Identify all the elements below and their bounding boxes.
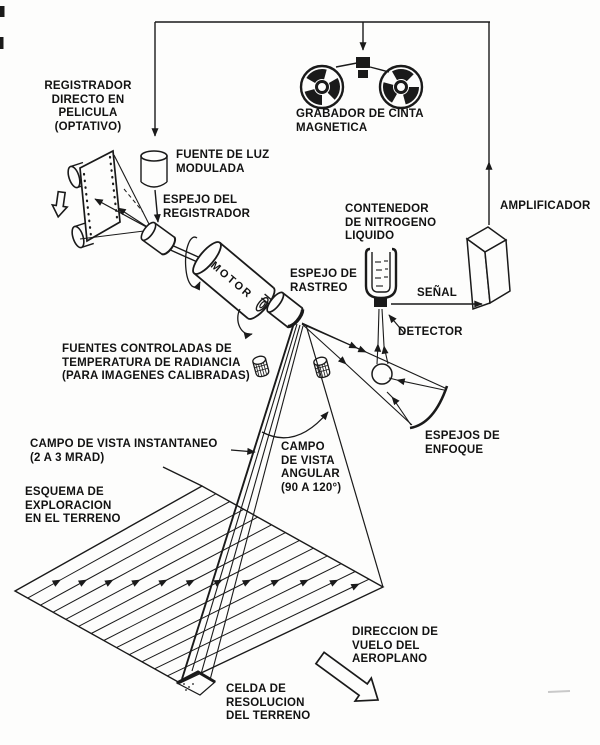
scan-artifacts [0, 6, 571, 693]
flight-direction-arrow [314, 651, 380, 703]
signal-wiring [151, 21, 493, 225]
signal-leaders [388, 300, 483, 335]
label-fuente-luz: FUENTE DE LUZ MODULADA [176, 149, 270, 175]
scan-mirror-icon [237, 291, 305, 340]
film-motion-arrow [50, 190, 69, 219]
label-contenedor-nitrogeno: CONTENEDOR DE NITROGENO LIQUIDO [345, 203, 437, 242]
label-espejo-rastreo: ESPEJO DE RASTREO [290, 268, 357, 294]
resolution-cell-icon [175, 670, 217, 696]
label-grabador-cinta: GRABADOR DE CINTA MAGNETICA [296, 108, 424, 134]
angular-fov-arc [261, 411, 329, 439]
nitrogen-dewar-icon [364, 247, 398, 307]
focus-mirror-icon [409, 385, 449, 430]
label-senal: SEÑAL [417, 287, 457, 299]
radiance-source-left-icon [252, 355, 270, 378]
recorder-mirror-icon [140, 221, 201, 291]
light-source-icon [140, 150, 168, 223]
tape-recorder-icon [299, 57, 424, 110]
label-direccion-vuelo: DIRECCION DE VUELO DEL AEROPLANO [352, 626, 439, 665]
label-fuentes-controladas: FUENTES CONTROLADAS DE TEMPERATURA DE RA… [62, 343, 250, 382]
label-campo-instantaneo: CAMPO DE VISTA INSTANTANEO (2 A 3 MRAD) [30, 438, 218, 464]
label-esquema-exploracion: ESQUEMA DE EXPLORACION EN EL TERRENO [25, 486, 121, 525]
ground-scan-pattern [13, 466, 385, 684]
focusing-optics [301, 308, 449, 430]
label-registrador-pelicula: REGISTRADOR DIRECTO EN PELICULA (OPTATIV… [44, 80, 132, 133]
film-recorder-icon [50, 149, 153, 249]
label-campo-angular: CAMPO DE VISTA ANGULAR (90 A 120°) [281, 441, 342, 494]
label-espejo-registrador: ESPEJO DEL REGISTRADOR [163, 194, 251, 220]
label-detector: DETECTOR [398, 326, 463, 338]
label-amplificador: AMPLIFICADOR [500, 200, 591, 212]
label-espejos-enfoque: ESPEJOS DE ENFOQUE [425, 430, 500, 456]
label-celda-resolucion: CELDA DE RESOLUCION DEL TERRENO [226, 683, 311, 722]
motor-icon: MOTOR [192, 241, 276, 320]
amplifier-icon [465, 226, 511, 311]
lens-icon [371, 363, 393, 385]
detector-icon [374, 298, 387, 307]
ifov-pointer [230, 447, 256, 455]
radiance-source-right-icon [313, 356, 331, 379]
